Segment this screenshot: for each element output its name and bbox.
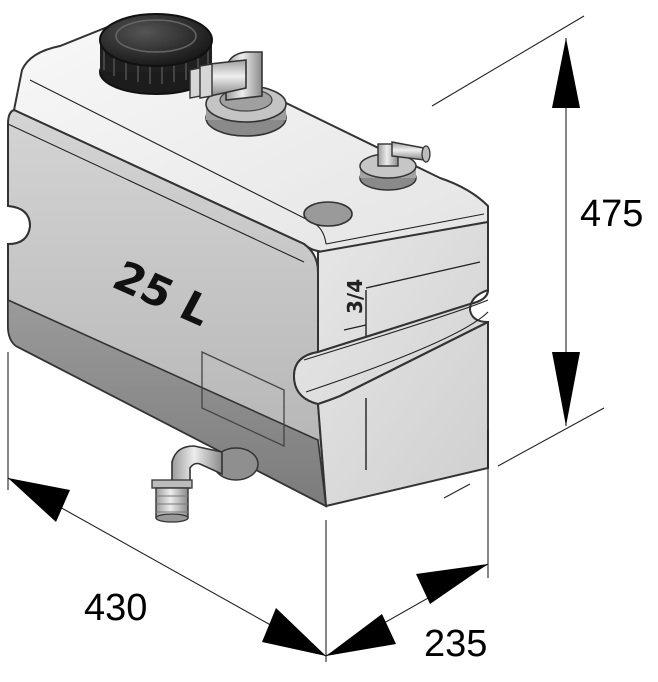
dimension-length: 430	[7, 352, 327, 662]
top-elbow-fitting	[189, 51, 287, 137]
tank-front-notch	[7, 205, 32, 245]
depth-dimension-label: 235	[424, 623, 487, 665]
bottom-outlet-fitting	[151, 445, 259, 523]
top-opening	[303, 201, 353, 227]
tank-label-plate	[201, 350, 285, 448]
tank-side-groove	[317, 289, 490, 406]
dimension-depth: 235	[325, 430, 489, 665]
vent-fitting	[359, 141, 431, 191]
length-dimension-label: 430	[84, 587, 147, 629]
gauge-mark-label: 3/4	[343, 279, 367, 314]
dimension-height: 475	[431, 15, 643, 467]
height-dimension-label: 475	[580, 193, 643, 235]
tank-side-face	[292, 220, 489, 508]
filler-cap	[99, 13, 213, 95]
gauge-tick	[343, 324, 367, 331]
gauge-line-upper	[365, 261, 481, 289]
